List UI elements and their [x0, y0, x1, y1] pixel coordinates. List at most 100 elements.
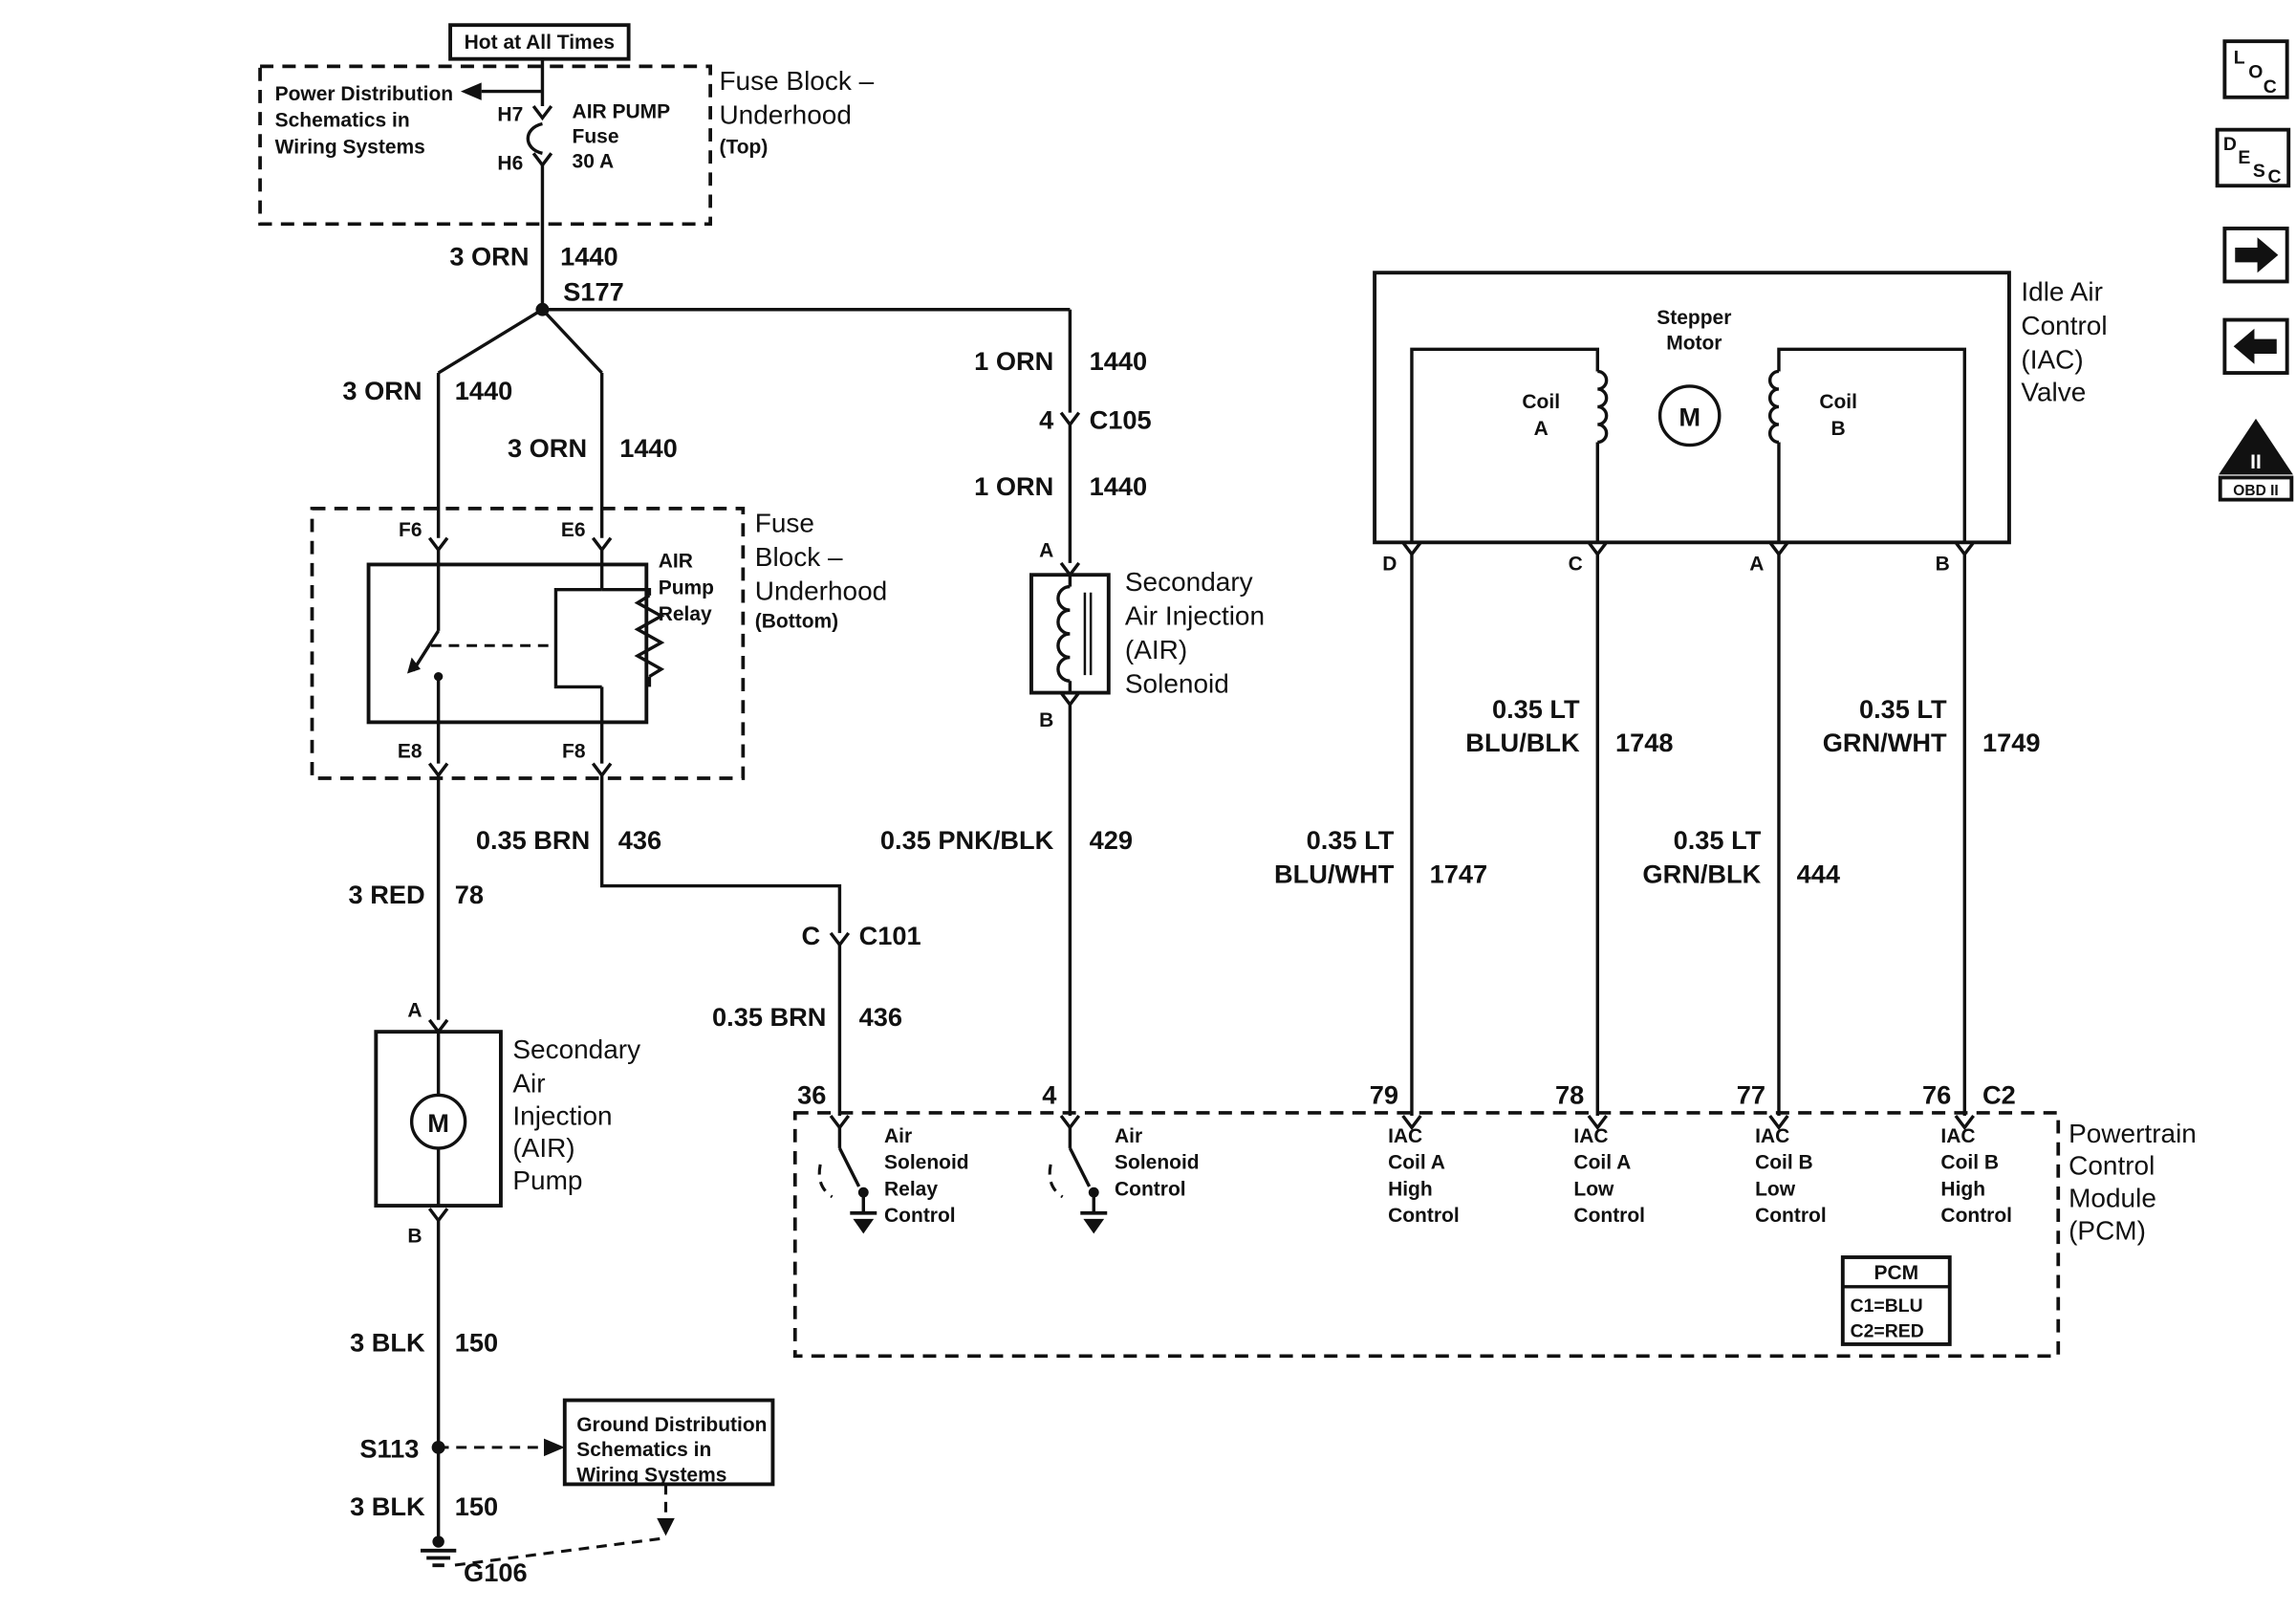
- fuse-icon: [526, 121, 544, 155]
- pcm-pin-76: 76: [1922, 1080, 1951, 1110]
- wire-iac-d-circuit: 1747: [1430, 860, 1488, 889]
- pcm-ground-4-icon: [1083, 1218, 1105, 1234]
- pcm-fn79-line-2: Coil A: [1388, 1152, 1445, 1174]
- relay-terminal-f6-chevron-icon: [427, 536, 449, 553]
- ground-distribution-reference: Ground Distribution Schematics in Wiring…: [438, 1398, 775, 1567]
- wire-relay-ctl-upper-circuit: 436: [618, 825, 661, 855]
- pcm-pin-36-chevron-icon: [829, 1114, 851, 1131]
- solenoid-label-2: Air Injection: [1125, 601, 1265, 631]
- pcm-fn76-line-3: High: [1940, 1178, 1985, 1200]
- wire-sol-upper-circuit: 1440: [1090, 346, 1148, 376]
- iac-valve: Stepper Motor M Coil A Coil B Idle Air C…: [1373, 271, 2108, 576]
- wire-gnd-lower-name: 3 BLK: [350, 1491, 425, 1521]
- hot-at-all-times-label: Hot at All Times: [465, 32, 615, 54]
- pcm-ground-36-icon: [853, 1218, 875, 1234]
- pcm-pin-78: 78: [1555, 1080, 1584, 1110]
- forward-arrow-icon: [2235, 237, 2279, 273]
- relay-coil-loop-icon: [553, 587, 602, 689]
- wire-iac-a-name1: 0.35 LT: [1674, 825, 1762, 855]
- iac-coil-a-icon: [1597, 369, 1609, 445]
- relay-switch-arm-icon: [411, 629, 441, 672]
- pcm-fn79-line-3: High: [1388, 1178, 1433, 1200]
- stepper-motor-letter: M: [1679, 403, 1700, 432]
- splice-s177-label: S177: [563, 277, 624, 307]
- back-arrow-icon: [2233, 328, 2277, 364]
- iac-terminal-d-label: D: [1382, 554, 1397, 576]
- pcm-fn78-line-4: Control: [1573, 1205, 1645, 1227]
- pcm-legend: PCM C1=BLU C2=RED: [1840, 1255, 1952, 1346]
- pcm-connector-c2-label: C2: [1982, 1080, 2016, 1110]
- connector-c101-name: C101: [859, 921, 921, 950]
- terminal-h7-chevron-icon: [531, 104, 553, 121]
- iac-terminal-c-label: C: [1569, 554, 1583, 576]
- wire-sol-lower-name: 1 ORN: [974, 471, 1053, 501]
- nav-loc-button[interactable]: L O C: [2222, 39, 2289, 99]
- iac-label-4: Valve: [2021, 377, 2086, 406]
- power-dist-line-2: Schematics in: [275, 110, 410, 132]
- wire-sol-upper-name: 1 ORN: [974, 346, 1053, 376]
- pcm-pin-76-chevron-icon: [1954, 1114, 1975, 1131]
- pcm-fn79-line-1: IAC: [1388, 1125, 1422, 1147]
- pump-terminal-a-label: A: [407, 1000, 422, 1022]
- wire-iac-d-name2: BLU/WHT: [1274, 860, 1395, 889]
- pcm-fn79-line-4: Control: [1388, 1205, 1460, 1227]
- pcm-fn-78: IAC Coil A Low Control: [1573, 1125, 1645, 1227]
- wire-gnd-upper-name: 3 BLK: [350, 1328, 425, 1358]
- relay-terminal-e6-chevron-icon: [591, 536, 613, 553]
- feed-wire-to-s177: 3 ORN 1440 S177: [449, 164, 624, 316]
- loc-letter-o: O: [2248, 62, 2263, 83]
- desc-letter-s: S: [2253, 161, 2265, 182]
- pcm-fn77-line-3: Low: [1755, 1178, 1796, 1200]
- pump-label-5: Pump: [512, 1165, 582, 1195]
- pcm-module: 36 4 79 78 77 76 C2 Air Solenoid Relay C…: [792, 1080, 2197, 1359]
- nav-obd2-button[interactable]: II OBD II: [2218, 418, 2294, 502]
- pcm-fn4-line-3: Control: [1115, 1178, 1186, 1200]
- nav-desc-button[interactable]: D E S C: [2215, 127, 2291, 188]
- wire-iac-b-name1: 0.35 LT: [1859, 694, 1947, 724]
- pcm-fn78-line-1: IAC: [1573, 1125, 1608, 1147]
- wire-iac-c-name1: 0.35 LT: [1492, 694, 1580, 724]
- fuse-block-bottom-label-2: Block –: [755, 542, 843, 572]
- stepper-motor-label-2: Motor: [1666, 332, 1722, 354]
- ground-g106: G106: [420, 1535, 528, 1587]
- fuse-name-line-3: 30 A: [573, 151, 615, 173]
- stepper-motor-label-1: Stepper: [1657, 307, 1731, 329]
- relay-name-3: Relay: [659, 603, 712, 625]
- pcm-label-2: Control: [2069, 1151, 2155, 1181]
- pcm-fn76-line-2: Coil B: [1940, 1152, 1999, 1174]
- relay-terminal-e8-chevron-icon: [427, 762, 449, 778]
- ground-ref-down-arrow-icon: [657, 1517, 675, 1536]
- wire-iac-b-name2: GRN/WHT: [1823, 728, 1947, 757]
- desc-letter-d: D: [2223, 134, 2237, 155]
- solenoid-label-1: Secondary: [1125, 567, 1253, 597]
- connector-c105-name: C105: [1090, 405, 1152, 435]
- wire-iac-a-circuit: 444: [1797, 860, 1840, 889]
- connector-c101-chevron-icon: [829, 931, 851, 948]
- pcm-fn36-line-3: Relay: [884, 1178, 938, 1200]
- power-dist-line-3: Wiring Systems: [275, 136, 425, 158]
- pcm-legend-c2: C2=RED: [1851, 1320, 1924, 1341]
- pcm-fn36-line-2: Solenoid: [884, 1152, 969, 1174]
- pcm-legend-c1: C1=BLU: [1851, 1295, 1923, 1317]
- pump-label-4: (AIR): [512, 1133, 574, 1163]
- pcm-pin-79: 79: [1370, 1080, 1398, 1110]
- connector-c101-pin: C: [802, 921, 821, 950]
- wire-iac-c-name2: BLU/BLK: [1465, 728, 1580, 757]
- wire-sol-lower-circuit: 1440: [1090, 471, 1148, 501]
- terminal-h6-label: H6: [497, 152, 523, 174]
- nav-back-button[interactable]: [2222, 317, 2289, 375]
- wire-pump-feed-circuit: 78: [455, 880, 484, 909]
- ground-g106-label: G106: [464, 1557, 528, 1587]
- coil-b-label-2: B: [1831, 418, 1846, 440]
- wire-gnd-lower-circuit: 150: [455, 1491, 498, 1521]
- fuse-block-top-label-3: (Top): [719, 136, 768, 158]
- terminal-h7-label: H7: [497, 103, 523, 125]
- pcm-fn-76: IAC Coil B High Control: [1940, 1125, 2012, 1227]
- ground-ref-line-1: Ground Distribution: [576, 1414, 767, 1436]
- ground-ref-line-2: Schematics in: [576, 1439, 711, 1461]
- pcm-pin-36: 36: [797, 1080, 826, 1110]
- wire-relay-ctl-lower-name: 0.35 BRN: [712, 1002, 826, 1032]
- wire-iac-b-circuit: 1749: [1982, 728, 2041, 757]
- nav-forward-button[interactable]: [2222, 227, 2289, 284]
